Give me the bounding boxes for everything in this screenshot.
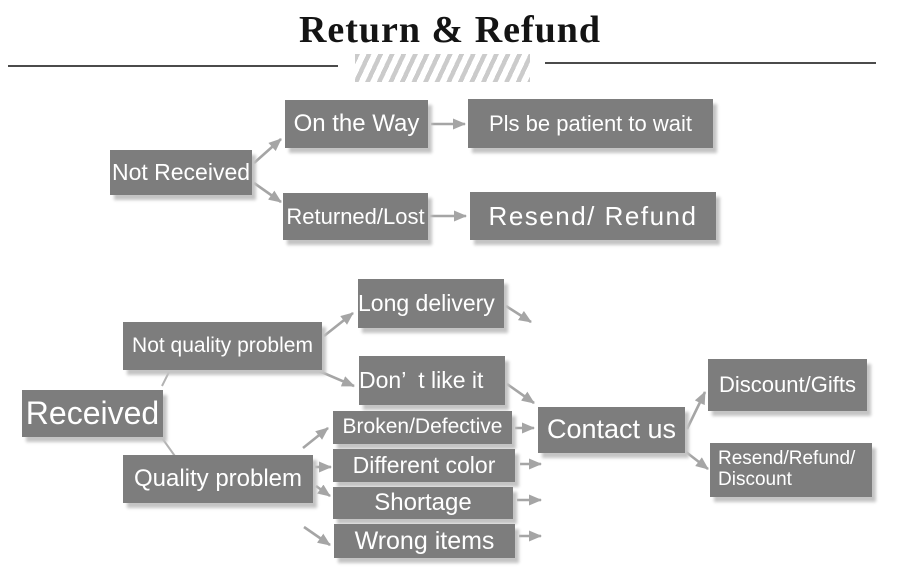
node-label: Resend/ Refund	[488, 200, 698, 231]
arrow-quality-problem-to-wrong-items	[303, 525, 331, 547]
arrow-dont-like-it-to-contact-us	[506, 382, 535, 405]
node-label: Shortage	[374, 489, 472, 517]
node-label: Different color	[352, 452, 496, 479]
node-on-the-way: On the Way	[285, 100, 428, 148]
node-received: Received	[22, 390, 163, 437]
node-label: Resend/Refund/ Discount	[718, 448, 856, 490]
node-label: Wrong items	[354, 526, 495, 555]
node-label: On the Way	[293, 110, 420, 138]
node-resend-refund-discount: Resend/Refund/ Discount	[710, 443, 872, 497]
node-label: Long delivery	[358, 290, 495, 317]
node-label: Not Received	[111, 159, 251, 186]
node-label: Pls be patient to wait	[488, 110, 692, 136]
node-different-color: Different color	[333, 449, 515, 482]
arrow-not-received-to-on-the-way	[253, 138, 282, 164]
page-title: Return & Refund	[298, 9, 602, 51]
title-hatch-decoration	[355, 54, 530, 82]
node-returned-lost: Returned/Lost	[283, 193, 428, 240]
node-label: Contact us	[546, 414, 677, 445]
node-discount-gifts: Discount/Gifts	[708, 359, 867, 411]
node-shortage: Shortage	[333, 487, 513, 519]
node-dont-like-it: Don’ t like it	[359, 356, 505, 405]
node-label: Broken/Defective	[342, 415, 503, 439]
node-contact-us: Contact us	[538, 407, 685, 453]
arrow-not-received-to-returned-lost	[253, 181, 282, 204]
node-broken-defective: Broken/Defective	[333, 411, 512, 444]
node-not-quality-problem: Not quality problem	[123, 322, 322, 370]
node-label: Returned/Lost	[286, 203, 425, 229]
arrow-not-quality-problem-to-long-delivery	[323, 311, 354, 338]
arrow-quality-problem-to-shortage	[315, 484, 331, 498]
node-not-received: Not Received	[110, 150, 252, 195]
arrow-long-delivery-to-open	[505, 304, 532, 324]
node-long-delivery: Long delivery	[358, 279, 504, 328]
arrow-quality-problem-to-broken-defective	[302, 426, 329, 450]
node-quality-problem: Quality problem	[123, 455, 313, 503]
title-rule-right	[545, 62, 876, 64]
node-wrong-items: Wrong items	[334, 524, 515, 558]
node-resend-refund: Resend/ Refund	[470, 192, 716, 240]
node-pls-be-patient-to-wait: Pls be patient to wait	[468, 99, 713, 148]
node-label: Discount/Gifts	[719, 372, 856, 398]
title-rule-left	[8, 65, 338, 67]
arrow-contact-us-to-resend-refund-discount	[685, 450, 709, 471]
node-label: Quality problem	[133, 465, 303, 493]
node-label: Received	[25, 395, 160, 432]
node-label: Not quality problem	[132, 333, 313, 357]
node-label: Don’ t like it	[359, 367, 484, 394]
arrow-contact-us-to-discount-gifts	[685, 391, 707, 430]
